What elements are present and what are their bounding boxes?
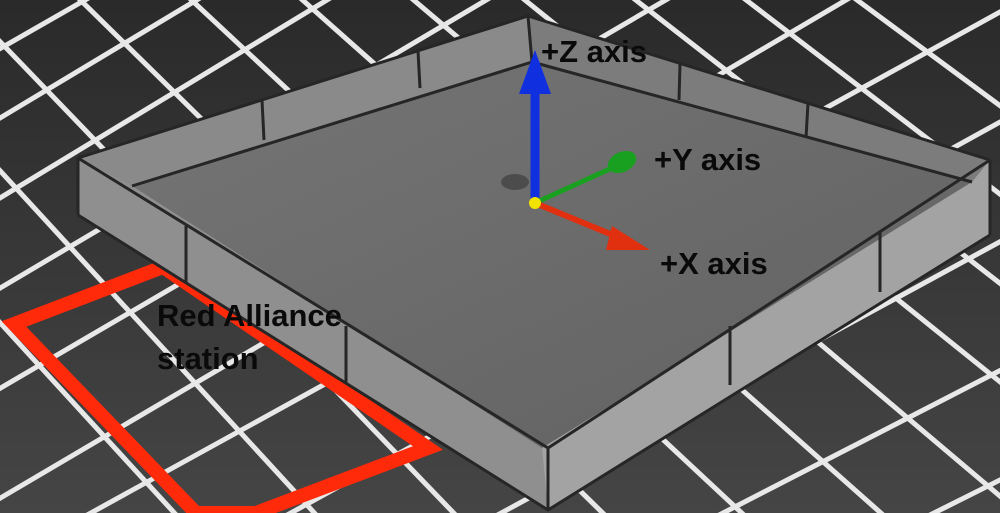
x-axis-label: +X axis	[660, 246, 768, 281]
field-wall-near-right	[542, 160, 990, 510]
field-wall-far-right	[528, 16, 990, 182]
red-alliance-station-label-line2: station	[157, 341, 259, 376]
origin-point	[529, 197, 541, 209]
x-axis-arrowhead	[606, 226, 650, 250]
z-axis-label: +Z axis	[541, 34, 647, 69]
red-alliance-station-label-line1: Red Alliance	[157, 298, 342, 333]
x-axis-shaft	[533, 200, 622, 241]
field-wall-near-left	[78, 158, 548, 510]
coordinate-axes	[501, 50, 650, 250]
y-axis-shaft	[533, 164, 616, 206]
z-axis-arrowhead	[519, 50, 551, 94]
y-axis-arrowhead	[607, 150, 637, 174]
red-alliance-station-outline	[1, 259, 444, 513]
field-surface	[132, 62, 972, 448]
field	[76, 14, 992, 512]
y-axis-label: +Y axis	[654, 142, 761, 177]
field-frame	[76, 14, 992, 512]
axis-shadow	[501, 174, 529, 190]
